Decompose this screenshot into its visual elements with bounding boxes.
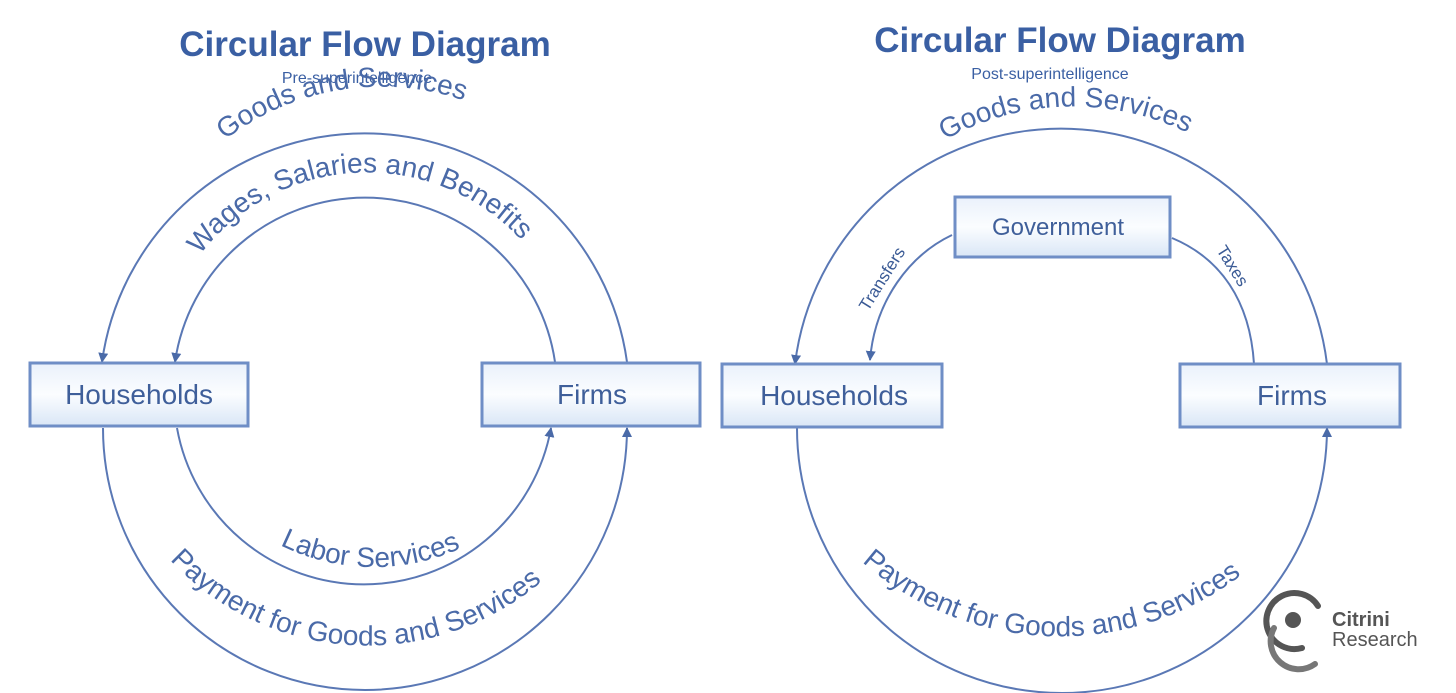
right-firms-label: Firms — [1257, 380, 1327, 411]
right-title: Circular Flow Diagram — [874, 21, 1245, 60]
left-firms-label: Firms — [557, 379, 627, 410]
left-labor-label: Labor Services — [277, 522, 463, 573]
government-box — [953, 195, 1172, 259]
left-wages-label: Wages, Salaries and Benefits — [181, 147, 540, 258]
left-payment-flow-arrow — [102, 427, 632, 691]
left-households-box — [28, 361, 250, 428]
right-transfers-label: Transfers — [855, 244, 909, 314]
citrini-logo-icon — [1263, 590, 1321, 673]
right-taxes-flow-arrow — [1171, 237, 1255, 365]
government-label: Government — [992, 214, 1124, 241]
logo-line1: Citrini — [1332, 609, 1390, 631]
right-goods-services-label: Goods and Services — [933, 81, 1197, 145]
right-taxes-label: Taxes — [1213, 242, 1253, 290]
right-households-label: Households — [760, 380, 908, 411]
left-wages-flow-arrow — [171, 196, 556, 363]
right-subtitle: Post-superintelligence — [971, 66, 1129, 83]
right-transfers-flow-arrow — [865, 234, 953, 361]
left-title: Circular Flow Diagram — [179, 25, 550, 64]
right-goods-flow-arrow — [791, 127, 1328, 365]
logo-line2: Research — [1332, 629, 1418, 651]
right-payment-flow-arrow — [796, 427, 1332, 693]
right-households-box — [720, 362, 944, 429]
left-goods-flow-arrow — [98, 132, 628, 363]
left-diagram: Circular Flow Diagram Pre-superintellige… — [28, 25, 702, 691]
left-labor-flow-arrow — [176, 427, 555, 586]
left-households-label: Households — [65, 379, 213, 410]
citrini-research-logo: Citrini Research — [1263, 590, 1418, 673]
right-firms-box — [1178, 362, 1402, 429]
right-payment-label: Payment for Goods and Services — [858, 543, 1245, 643]
left-goods-services-label: Goods and Services — [210, 62, 471, 145]
left-subtitle: Pre-superintelligence — [282, 70, 432, 87]
left-firms-box — [480, 361, 702, 428]
